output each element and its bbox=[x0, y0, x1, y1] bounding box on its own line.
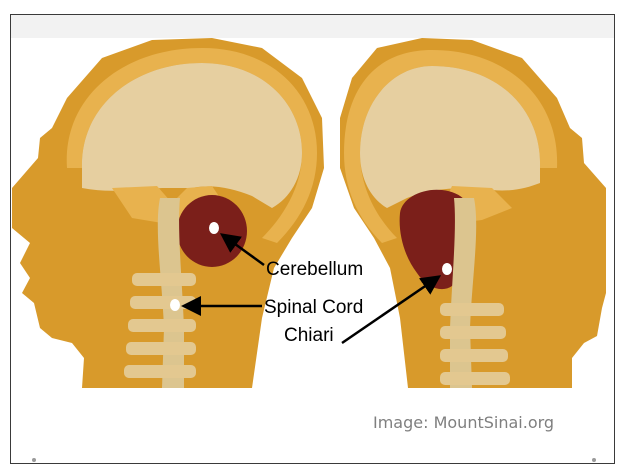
normal-spinal-cord-marker bbox=[170, 299, 180, 311]
cerebellum-label: Cerebellum bbox=[266, 259, 363, 280]
image-credit-caption: Image: MountSinai.org bbox=[373, 413, 554, 432]
normal-head bbox=[12, 38, 324, 388]
chiari-label: Chiari bbox=[284, 325, 334, 346]
normal-cerebellum-marker bbox=[209, 222, 219, 234]
footer-dot-left bbox=[32, 458, 36, 462]
footer-dot-right bbox=[592, 458, 596, 462]
chiari-comparison-illustration: Cerebellum Spinal Cord Chiari bbox=[12, 38, 606, 388]
chiari-head bbox=[340, 38, 606, 388]
spinal-cord-label: Spinal Cord bbox=[264, 297, 363, 318]
chiari-herniation-marker bbox=[442, 263, 452, 275]
